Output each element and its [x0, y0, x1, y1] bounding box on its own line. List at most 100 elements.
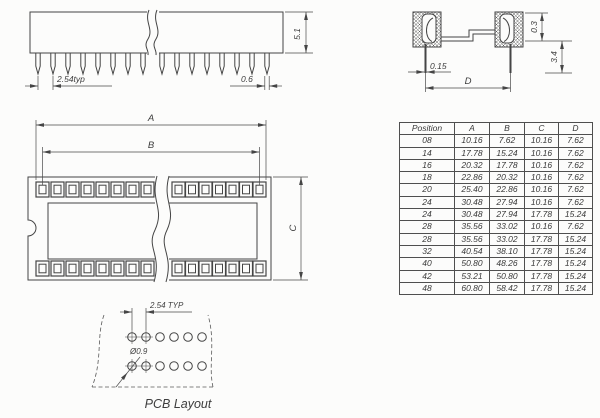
overall-length-dim-label: A — [147, 113, 154, 124]
table-body: 08 10.16 7.62 10.16 7.62 14 17.78 15.24 … — [399, 134, 593, 296]
cell-position: 20 — [399, 183, 455, 197]
cell-d: 15.24 — [558, 269, 593, 283]
cell-c: 10.16 — [524, 220, 559, 234]
table-row: 14 17.78 15.24 10.16 7.62 — [399, 146, 593, 160]
cell-c: 17.78 — [524, 281, 559, 296]
table-row: 18 22.86 20.32 10.16 7.62 — [399, 171, 593, 185]
break-gap — [155, 170, 169, 288]
pin — [95, 52, 101, 75]
col-header-c: C — [524, 121, 559, 136]
cell-a: 35.56 — [454, 232, 490, 246]
cell-d: 7.62 — [558, 183, 593, 197]
cell-b: 33.02 — [489, 220, 525, 234]
table-row: 40 50.80 48.26 17.78 15.24 — [399, 257, 593, 271]
cell-d: 15.24 — [558, 244, 593, 259]
break-line — [145, 9, 151, 56]
pin — [65, 52, 71, 75]
dimensions-table: Position A B C D 08 10.16 7.62 10.16 7.6… — [399, 121, 593, 296]
top-view-drawing: A B C — [27, 113, 308, 288]
cell-d: 15.24 — [558, 281, 593, 296]
hole-row-top — [127, 332, 207, 342]
pin — [50, 52, 56, 75]
cell-position: 48 — [399, 281, 455, 296]
pcb-hole — [155, 332, 165, 342]
cell-position: 42 — [399, 269, 455, 283]
cell-b: 48.26 — [489, 257, 525, 271]
cell-position: 14 — [399, 146, 455, 160]
pcb-hole — [169, 332, 179, 342]
cell-position: 24 — [399, 208, 455, 222]
col-header-a: A — [454, 121, 490, 136]
pin — [264, 52, 270, 75]
pin — [174, 52, 180, 75]
dimension-contact-top: 0.3 — [525, 12, 572, 42]
cell-position: 32 — [399, 244, 455, 259]
cell-d: 7.62 — [558, 195, 593, 210]
pcb-hole — [183, 332, 193, 342]
table-row: 42 53.21 50.80 17.78 15.24 — [399, 269, 593, 283]
pin — [249, 52, 255, 75]
pin — [125, 52, 131, 75]
dimension-pitch: 2.54typ — [25, 74, 112, 90]
contact-top-dim-label: 0.3 — [529, 21, 539, 33]
hole-center-marks — [125, 330, 153, 373]
contact-spring-right — [502, 17, 510, 42]
dimension-body-width: C — [273, 176, 308, 281]
cell-a: 53.21 — [454, 269, 490, 283]
end-view-drawing: 0.15 D 0.3 3.4 — [408, 11, 572, 92]
contact-slot-right — [499, 13, 515, 44]
cell-c: 10.16 — [524, 171, 559, 185]
pin — [80, 52, 86, 75]
table-row: 24 30.48 27.94 17.78 15.24 — [399, 208, 593, 222]
table-row: 16 20.32 17.78 10.16 7.62 — [399, 158, 593, 173]
dimension-standoff: 3.4 — [545, 41, 572, 74]
cell-d: 15.24 — [558, 208, 593, 222]
pin-row-right — [159, 52, 270, 75]
body-height-dim-label: 5.1 — [292, 28, 302, 40]
cell-a: 35.56 — [454, 220, 490, 234]
cell-a: 30.48 — [454, 208, 490, 222]
center-bridge — [441, 29, 495, 42]
col-header-position: Position — [399, 121, 455, 136]
cell-d: 7.62 — [558, 220, 593, 234]
side-view-drawing: 2.54typ 0.6 5.1 — [25, 6, 313, 90]
dimension-hole-pitch: 2.54 TYP — [120, 301, 192, 330]
cell-c: 17.78 — [524, 244, 559, 259]
contact-slot-left — [421, 13, 437, 44]
pcb-hole — [169, 361, 179, 371]
pcb-layout-drawing: 2.54 TYP Ø0.9 PCB Layout — [91, 301, 214, 411]
cell-d: 15.24 — [558, 232, 593, 246]
cell-a: 22.86 — [454, 171, 490, 185]
contact-spring-left — [426, 17, 434, 42]
cell-a: 17.78 — [454, 146, 490, 160]
cell-b: 17.78 — [489, 158, 525, 173]
cell-a: 25.40 — [454, 183, 490, 197]
pin — [35, 52, 41, 75]
table-row: 32 40.54 38.10 17.78 15.24 — [399, 244, 593, 259]
cell-b: 20.32 — [489, 171, 525, 185]
col-header-d: D — [558, 121, 593, 136]
cell-c: 10.16 — [524, 183, 559, 197]
cell-b: 27.94 — [489, 208, 525, 222]
table-row: 28 35.56 33.02 17.78 15.24 — [399, 232, 593, 246]
dimension-pin-width: 0.6 — [230, 74, 282, 90]
cell-a: 10.16 — [454, 134, 490, 148]
table-header-row: Position A B C D — [399, 121, 593, 136]
hole-pitch-dim-label: 2.54 TYP — [149, 301, 184, 310]
cell-c: 17.78 — [524, 208, 559, 222]
pin — [110, 52, 116, 75]
cell-b: 15.24 — [489, 146, 525, 160]
cell-d: 7.62 — [558, 134, 593, 148]
table-row: 08 10.16 7.62 10.16 7.62 — [399, 134, 593, 148]
cell-position: 18 — [399, 171, 455, 185]
pin-row-left — [35, 52, 146, 75]
cell-a: 50.80 — [454, 257, 490, 271]
pitch-dim-label: 2.54typ — [56, 74, 85, 84]
cell-c: 10.16 — [524, 146, 559, 160]
cell-a: 20.32 — [454, 158, 490, 173]
cell-position: 28 — [399, 220, 455, 234]
cell-d: 7.62 — [558, 158, 593, 173]
break-line — [163, 175, 171, 283]
cell-a: 60.80 — [454, 281, 490, 296]
